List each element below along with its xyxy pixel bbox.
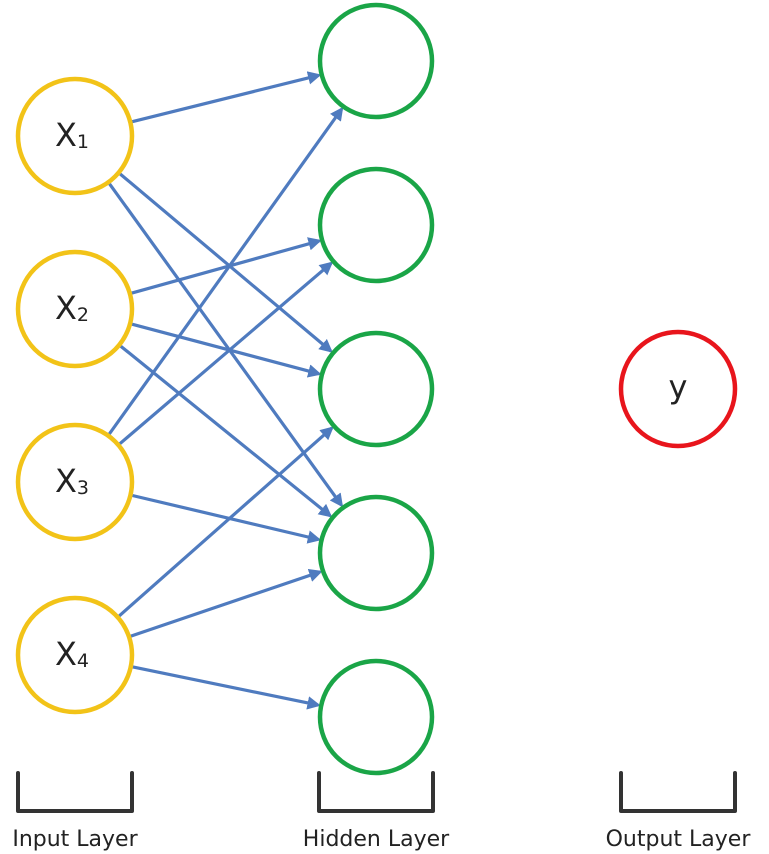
input-node-3: X3 (15, 422, 135, 542)
svg-text:X1: X1 (55, 116, 89, 154)
connection-x4-to-h5 (132, 665, 321, 710)
input-node-1-subscript: 1 (77, 131, 89, 153)
svg-text:X2: X2 (55, 289, 89, 327)
input-node-2-subscript: 2 (77, 304, 89, 326)
input-layer-label: Input Layer (12, 827, 138, 852)
connection-x4-to-h4 (130, 568, 323, 638)
input-node-3-subscript: 3 (77, 477, 89, 499)
hidden-node-2 (317, 166, 435, 284)
hidden-layer-label: Hidden Layer (303, 827, 450, 852)
input-node-4-subscript: 4 (77, 650, 89, 672)
output-layer: y (618, 329, 738, 449)
connection-x4-to-h3 (118, 426, 334, 618)
connection-x3-to-h1 (107, 106, 344, 435)
output-layer-label: Output Layer (606, 827, 752, 852)
hidden-node-3 (317, 330, 435, 448)
connection-x2-to-h4 (119, 344, 333, 518)
hidden-node-4 (317, 494, 435, 612)
hidden-layer-bracket (317, 771, 435, 813)
input-node-1: X1 (15, 76, 135, 196)
input-node-2-label: X (55, 289, 77, 327)
connections (107, 71, 344, 710)
connection-x1-to-h3 (119, 172, 333, 353)
connection-x1-to-h1 (131, 71, 322, 124)
input-node-4: X4 (15, 595, 135, 715)
hidden-layer (317, 2, 435, 776)
svg-text:X3: X3 (55, 462, 89, 500)
hidden-node-1 (317, 2, 435, 120)
input-node-1-label: X (55, 116, 77, 154)
connection-x2-to-h3 (131, 322, 322, 378)
output-node-label: y (669, 368, 688, 406)
hidden-node-5 (317, 658, 435, 776)
input-node-3-label: X (55, 462, 77, 500)
connection-x3-to-h4 (132, 493, 322, 544)
connection-x3-to-h2 (118, 261, 334, 445)
output-node (618, 329, 738, 449)
connection-x2-to-h2 (131, 237, 322, 295)
input-layer: X1 X2 X3 X4 (15, 76, 135, 715)
input-node-4-label: X (55, 635, 77, 673)
connection-x1-to-h4 (108, 182, 344, 508)
input-layer-bracket (16, 771, 134, 813)
output-layer-bracket (619, 771, 737, 813)
svg-text:X4: X4 (55, 635, 89, 673)
input-node-2: X2 (15, 249, 135, 369)
